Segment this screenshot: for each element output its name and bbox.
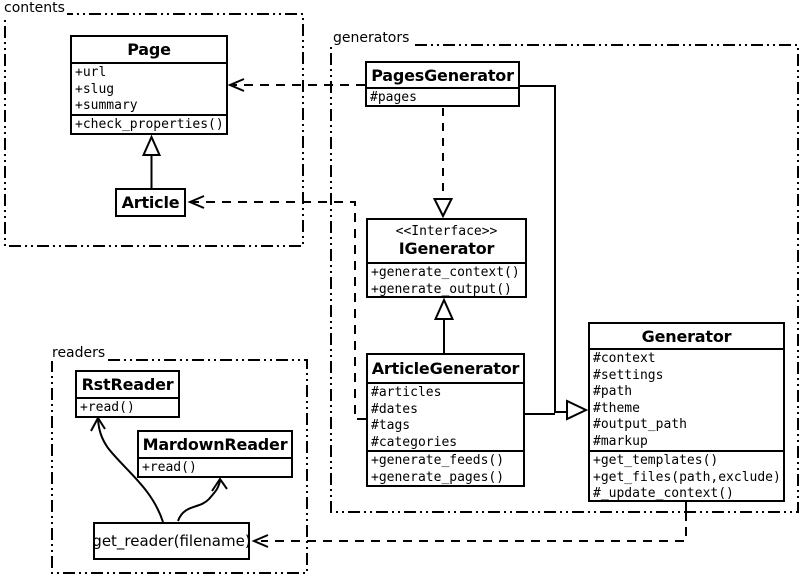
class-mardownreader-name: MardownReader bbox=[139, 432, 291, 459]
method: +generate_pages() bbox=[371, 469, 505, 485]
class-igenerator-stereotype: <<Interface>> bbox=[395, 224, 498, 239]
arrow-getreader-to-rstreader-head-icon bbox=[90, 416, 106, 432]
class-articlegenerator-attributes: #articles #dates #tags #categories bbox=[368, 384, 523, 452]
package-readers-label: readers bbox=[50, 345, 108, 361]
dependency-articlegenerator-to-article-line bbox=[193, 201, 366, 420]
inheritance-articlegenerator-to-igenerator-triangle-icon bbox=[433, 297, 455, 320]
class-article-name: Article bbox=[121, 193, 180, 212]
class-igenerator-methods: +generate_context() +generate_output() bbox=[368, 264, 525, 296]
dependency-pagesgenerator-to-page-arrow-icon bbox=[227, 78, 245, 92]
class-mardownreader: MardownReader +read() bbox=[137, 430, 293, 478]
dependency-generator-to-getreader-arrow-icon bbox=[251, 534, 269, 548]
method: +get_files(path,exclude) bbox=[593, 469, 781, 485]
class-articlegenerator: ArticleGenerator #articles #dates #tags … bbox=[366, 353, 525, 487]
class-igenerator-name: IGenerator bbox=[398, 239, 495, 258]
class-igenerator-header: <<Interface>> IGenerator bbox=[368, 220, 525, 264]
arrow-getreader-to-rstreader-curve bbox=[97, 419, 164, 523]
attribute: +url bbox=[75, 65, 107, 80]
class-generator-attributes: #context #settings #path #theme #output_… bbox=[590, 350, 783, 452]
method: +get_templates() bbox=[593, 453, 719, 468]
method: +read() bbox=[142, 460, 197, 475]
dependency-generator-to-getreader-line bbox=[261, 527, 687, 542]
attribute: #output_path bbox=[593, 417, 687, 432]
class-generator: Generator #context #settings #path #them… bbox=[588, 322, 785, 502]
class-pagesgenerator-attributes: #pages bbox=[367, 89, 518, 105]
class-rstreader-name: RstReader bbox=[77, 372, 178, 399]
class-page-attributes: +url +slug +summary bbox=[72, 64, 226, 116]
inheritance-article-to-page-triangle-icon bbox=[141, 134, 162, 156]
package-readers-border bbox=[51, 359, 308, 574]
arrow-getreader-to-mardownreader-curve bbox=[177, 480, 221, 522]
class-mardownreader-methods: +read() bbox=[139, 459, 291, 476]
realization-pagesgenerator-to-igenerator-triangle-icon bbox=[432, 198, 454, 219]
class-pagesgenerator-name: PagesGenerator bbox=[367, 63, 518, 89]
attribute: #context bbox=[593, 351, 656, 366]
attribute: #theme bbox=[593, 400, 640, 416]
inheritance-to-generator-triangle-icon bbox=[566, 399, 589, 421]
class-page-name: Page bbox=[72, 37, 226, 64]
class-page-methods: +check_properties() bbox=[72, 116, 226, 133]
attribute: #pages bbox=[370, 90, 417, 105]
attribute: #tags bbox=[371, 418, 411, 433]
package-generators-border bbox=[330, 44, 799, 513]
method: +generate_context() bbox=[371, 265, 520, 280]
class-generator-name: Generator bbox=[590, 324, 783, 350]
attribute: #path bbox=[593, 384, 633, 399]
class-page: Page +url +slug +summary +check_properti… bbox=[70, 35, 228, 135]
method: +read() bbox=[80, 400, 135, 415]
method: +check_properties() bbox=[75, 117, 224, 132]
method: +generate_output() bbox=[371, 281, 512, 297]
arrow-getreader-to-mardownreader-head-icon bbox=[211, 477, 228, 492]
class-igenerator: <<Interface>> IGenerator +generate_conte… bbox=[366, 218, 527, 298]
method: #_update_context() bbox=[593, 486, 734, 500]
class-rstreader: RstReader +read() bbox=[75, 370, 180, 418]
inheritance-pagesgenerator-to-generator-line bbox=[520, 85, 567, 413]
class-article: Article bbox=[115, 188, 186, 217]
class-articlegenerator-methods: +generate_feeds() +generate_pages() bbox=[368, 452, 523, 485]
class-pagesgenerator: PagesGenerator #pages bbox=[365, 61, 520, 107]
node-getreader: get_reader(filename) bbox=[92, 522, 251, 560]
method: +generate_feeds() bbox=[371, 453, 505, 468]
package-contents-label: contents bbox=[2, 0, 67, 16]
attribute: +summary bbox=[75, 98, 138, 113]
attribute: +slug bbox=[75, 81, 115, 97]
package-generators-label: generators bbox=[331, 30, 412, 46]
attribute: #markup bbox=[593, 433, 648, 449]
class-generator-methods: +get_templates() +get_files(path,exclude… bbox=[590, 452, 783, 500]
attribute: #dates bbox=[371, 401, 418, 417]
attribute: #settings bbox=[593, 367, 664, 383]
attribute: #categories bbox=[371, 434, 458, 450]
attribute: #articles bbox=[371, 385, 442, 400]
class-rstreader-methods: +read() bbox=[77, 399, 178, 416]
dependency-articlegenerator-to-article-arrow-icon bbox=[187, 195, 205, 209]
package-contents-border bbox=[4, 13, 304, 247]
class-articlegenerator-name: ArticleGenerator bbox=[368, 355, 523, 384]
